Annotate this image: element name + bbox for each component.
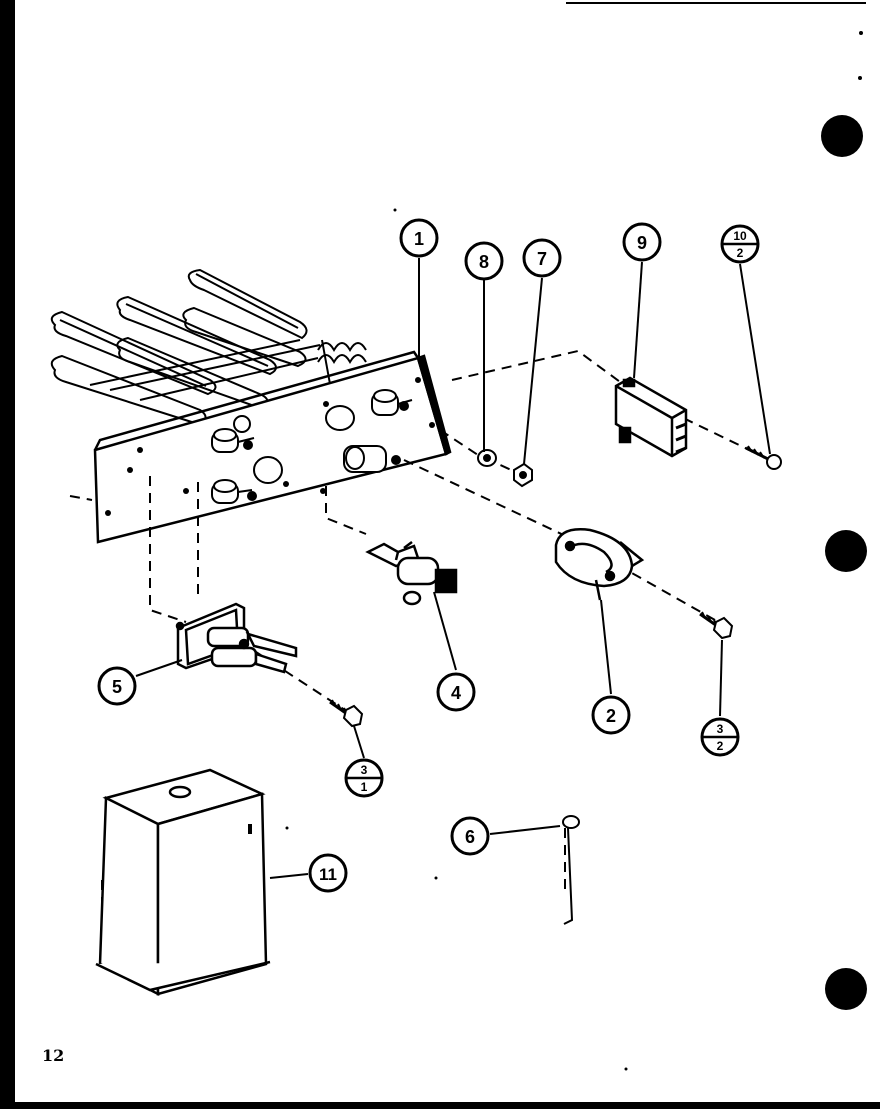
screw-fraction-3-1 [329, 699, 364, 728]
fuse-link-part-4 [365, 541, 458, 606]
callout-2-label: 2 [606, 706, 616, 726]
binder-hole-bottom [825, 968, 867, 1010]
limit-control-part-2 [554, 528, 645, 601]
page-number: 12 [42, 1046, 65, 1065]
bottom-page-border [0, 1102, 880, 1109]
callout-9-label: 9 [637, 233, 647, 253]
fraction-dividers [346, 242, 758, 780]
cover-box-part-11 [95, 768, 271, 997]
binder-hole-top [821, 115, 863, 157]
fraction-3-1-top: 3 [361, 763, 368, 777]
callout-2-circle [591, 695, 631, 735]
callout-11-circle [308, 853, 348, 893]
relay-part-9 [614, 376, 688, 458]
callout-5-label: 5 [112, 677, 122, 697]
fraction-10-2-top: 10 [733, 229, 747, 243]
wire-clip-part-6 [562, 815, 580, 925]
callout-4-label: 4 [451, 683, 461, 703]
panel-screw-holes [105, 377, 435, 516]
callout-4-circle [436, 672, 476, 712]
terminal-block-part-5 [175, 602, 298, 674]
nut-part-8 [477, 449, 497, 467]
callout-8-label: 8 [479, 252, 489, 272]
fraction-3-2-bottom: 2 [717, 739, 724, 753]
callout-labels: 1 2 4 5 6 7 8 9 11 10 2 3 2 3 1 [112, 229, 747, 884]
fraction-3-1-bottom: 1 [361, 780, 368, 794]
heater-mounting-panel [93, 350, 452, 544]
screw-fraction-10-2 [745, 445, 782, 470]
callout-6-circle [450, 816, 490, 856]
callout-1-circle [399, 218, 439, 258]
callout-1-label: 1 [414, 229, 424, 249]
binder-hole-middle [825, 530, 867, 572]
hex-nut-part-7 [513, 462, 533, 488]
fraction-3-2-top: 3 [717, 722, 724, 736]
callout-7-label: 7 [537, 249, 547, 269]
screw-fraction-3-2 [699, 611, 734, 640]
heater-element-coils [50, 268, 367, 426]
callout-9-circle [622, 222, 662, 262]
callout-6-label: 6 [465, 827, 475, 847]
fraction-10-2-bottom: 2 [737, 246, 744, 260]
callout-11-label: 11 [319, 865, 337, 884]
callout-5-circle [97, 666, 137, 706]
callout-leader-lines [135, 258, 771, 879]
callout-7-circle [522, 238, 562, 278]
scan-speckles [285, 2, 866, 1071]
left-page-border [0, 0, 15, 1109]
callout-8-circle [464, 241, 504, 281]
panel-mounted-components [211, 389, 413, 504]
